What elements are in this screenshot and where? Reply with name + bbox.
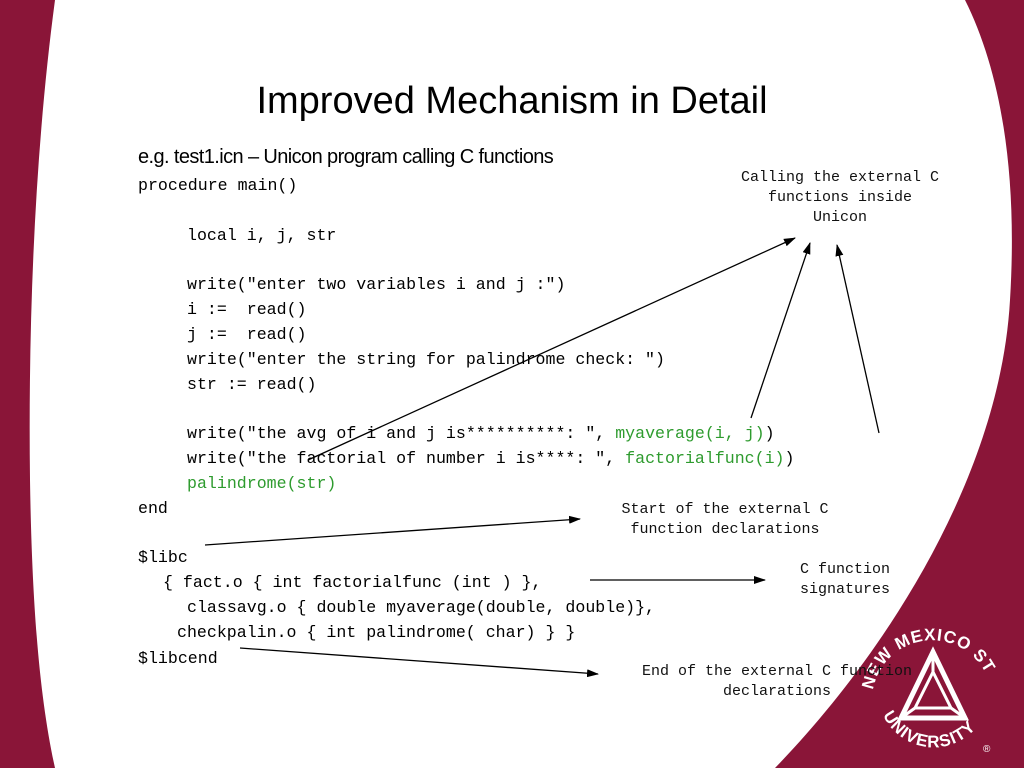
code-line-read-j: j := read(): [187, 325, 307, 344]
code-line-write-string: write("enter the string for palindrome c…: [187, 350, 665, 369]
code-line-write-factorial: write("the factorial of number i is****:…: [187, 449, 794, 469]
code-line-fact: { fact.o { int factorialfunc (int ) },: [163, 573, 542, 592]
logo-triangle-icon: [897, 646, 969, 721]
code-line-read-str: str := read(): [187, 375, 317, 394]
code-line-libcend: $libcend: [138, 649, 218, 668]
code-line-checkpalin: checkpalin.o { int palindrome( char) } }: [177, 623, 576, 642]
left-maroon-band: [0, 0, 55, 768]
arrow-to-end-note: [239, 647, 599, 678]
note-start-declarations: Start of the external C function declara…: [621, 501, 829, 538]
code-call-myaverage: myaverage(i, j): [615, 424, 765, 443]
note-end-declarations: End of the external C function declarati…: [641, 663, 913, 700]
note-c-signatures: C function signatures: [799, 561, 890, 598]
code-line-local: local i, j, str: [187, 226, 337, 245]
code-text: write("the avg of i and j is**********: …: [187, 424, 616, 443]
code-line-procedure: procedure main(): [138, 176, 298, 195]
code-line-classavg: classavg.o { double myaverage(double, do…: [187, 598, 656, 617]
code-call-palindrome: palindrome(str): [187, 474, 337, 493]
right-maroon-band: [775, 0, 1024, 768]
arrow-to-calling-note-3: [835, 244, 880, 434]
note-calling-external: Calling the external C functions inside …: [740, 169, 940, 226]
code-line-libc: $libc: [138, 548, 188, 567]
arrow-to-calling-note-2: [750, 242, 811, 419]
code-line-write-prompt: write("enter two variables i and j :"): [187, 275, 566, 294]
code-text: write("the factorial of number i is****:…: [187, 449, 626, 468]
logo-registered-mark: ®: [983, 744, 991, 755]
code-text: ): [784, 449, 795, 468]
code-line-read-i: i := read(): [187, 300, 307, 319]
code-line-write-avg: write("the avg of i and j is**********: …: [187, 424, 775, 444]
arrow-to-calling-note-1: [307, 237, 796, 461]
code-call-factorialfunc: factorialfunc(i): [625, 449, 785, 468]
nmsu-logo: NEW MEXICO STATE UNIVERSITY ®: [855, 610, 998, 755]
slide-subtitle: e.g. test1.icn – Unicon program calling …: [138, 146, 554, 168]
slide-title: Improved Mechanism in Detail: [256, 80, 768, 122]
code-text: ): [764, 424, 775, 443]
code-line-end: end: [138, 499, 168, 518]
arrow-to-start-note: [204, 515, 581, 546]
